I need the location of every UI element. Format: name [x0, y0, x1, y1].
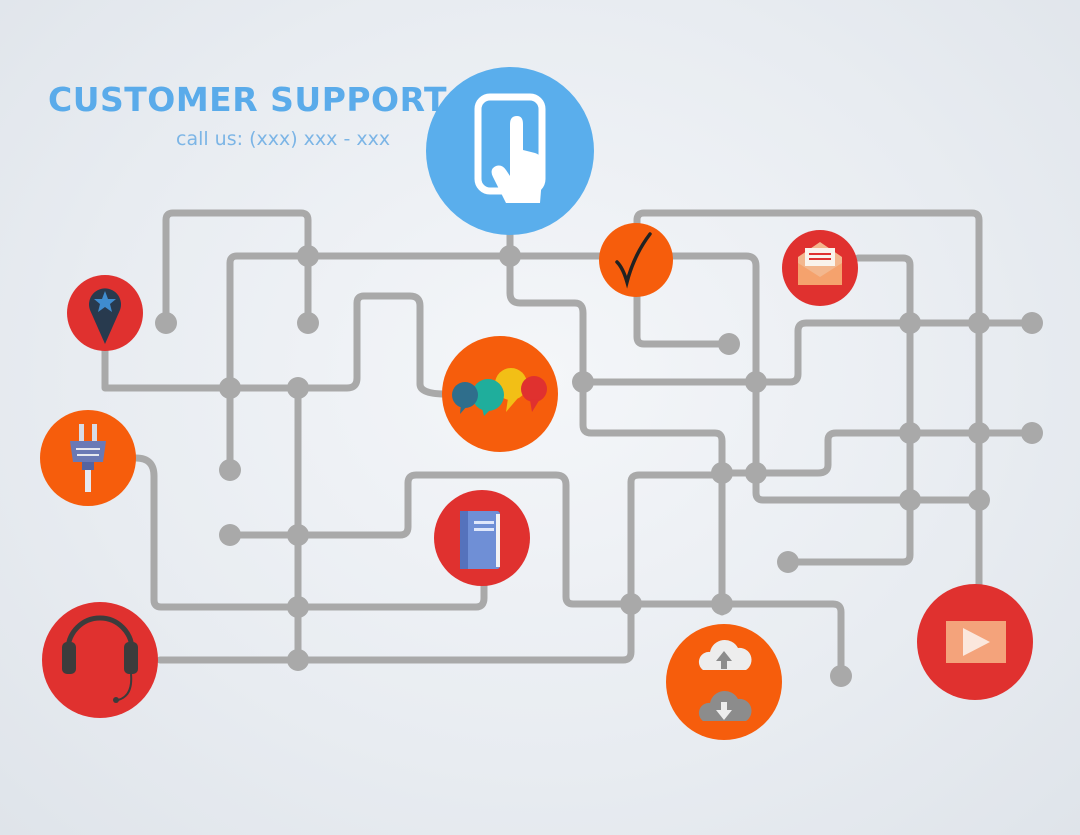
notebook-icon[interactable]: [434, 490, 530, 586]
mail-envelope-icon[interactable]: [782, 230, 858, 306]
page-title: CUSTOMER SUPPORT: [48, 80, 448, 119]
cloud-sync-icon[interactable]: [666, 624, 782, 740]
connector-lines: [101, 209, 1036, 680]
junction-dots: [155, 245, 1043, 687]
touch-phone-icon[interactable]: [426, 67, 594, 235]
chat-bubbles-icon[interactable]: [442, 336, 558, 452]
phone-contact: call us: (xxx) xxx - xxx: [176, 128, 391, 150]
checkmark-icon[interactable]: [599, 223, 673, 297]
headset-icon[interactable]: [42, 602, 158, 718]
play-video-icon[interactable]: [917, 584, 1033, 700]
map-pin-icon[interactable]: [67, 275, 143, 351]
power-plug-icon[interactable]: [40, 410, 136, 506]
